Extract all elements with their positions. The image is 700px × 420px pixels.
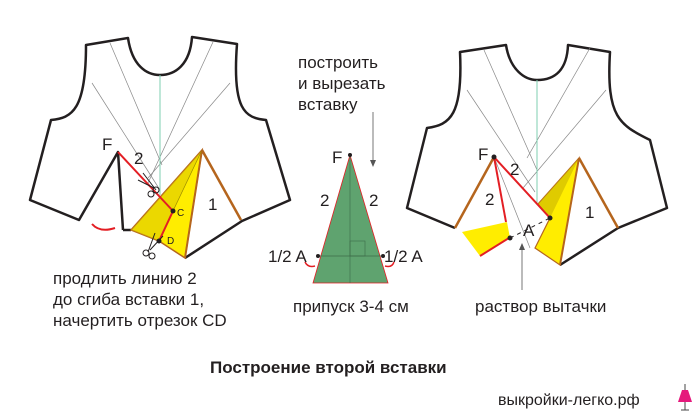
instruction-line: вставку	[298, 95, 358, 114]
right-line-2b: 2	[485, 190, 494, 209]
arrow-head	[519, 243, 525, 250]
right-angle-mark	[349, 240, 366, 257]
left-caption: продлить линию 2 до сгиба вставки 1, нач…	[53, 268, 227, 331]
middle-half-a-left: 1/2 A	[268, 247, 307, 266]
page-title: Построение второй вставки	[210, 358, 447, 377]
left-insert-1-label: 1	[208, 195, 217, 214]
point-c-dot	[170, 208, 176, 214]
left-guides	[91, 41, 231, 191]
brown-line	[453, 156, 496, 229]
left-point-f: F	[102, 135, 112, 154]
left-point-c: C	[177, 208, 184, 219]
scissors-icon	[137, 172, 160, 198]
right-point-a: A	[523, 221, 535, 240]
instruction-line: построить	[298, 53, 378, 72]
right-insert-2-left	[462, 222, 510, 256]
dart-dot	[507, 235, 513, 241]
scissors-icon	[142, 232, 164, 260]
dart-dot	[547, 215, 553, 221]
point-f-dot	[491, 154, 497, 160]
caption-line: продлить линию 2	[53, 269, 197, 288]
left-rotation-arrow	[91, 223, 116, 231]
middle-half-a-right: 1/2 A	[384, 247, 423, 266]
arrow-head	[370, 160, 376, 167]
caption-line: начертить отрезок CD	[53, 311, 227, 330]
middle-side-right: 2	[369, 191, 378, 210]
half-a-dot	[316, 254, 320, 258]
dress-logo-icon	[678, 384, 692, 411]
right-vest	[405, 43, 669, 267]
right-insert-1	[534, 156, 620, 267]
left-red-lines	[117, 151, 174, 242]
left-vest	[28, 35, 292, 260]
right-line-2a: 2	[510, 160, 519, 179]
middle-caption: припуск 3-4 см	[293, 297, 409, 316]
right-caption: раствор вытачки	[475, 297, 607, 316]
right-insert-1-label: 1	[585, 203, 594, 222]
half-a-dot	[381, 254, 385, 258]
point-f-dot	[348, 153, 352, 157]
right-red-lines	[479, 156, 551, 257]
middle-point-f: F	[332, 148, 342, 167]
left-insert-1	[129, 147, 243, 260]
caption-line: до сгиба вставки 1,	[53, 290, 205, 309]
watermark: выкройки-легко.рф	[498, 392, 640, 409]
middle-arrow-right	[384, 261, 395, 268]
middle-side-left: 2	[320, 191, 329, 210]
middle-insert	[312, 153, 389, 284]
left-point-d: D	[167, 236, 174, 247]
left-line-2-label: 2	[134, 149, 143, 168]
instruction-line: и вырезать	[298, 74, 386, 93]
right-point-f: F	[478, 145, 488, 164]
middle-arrow-left	[304, 261, 316, 268]
middle-instruction: построить и вырезать вставку	[298, 52, 386, 115]
